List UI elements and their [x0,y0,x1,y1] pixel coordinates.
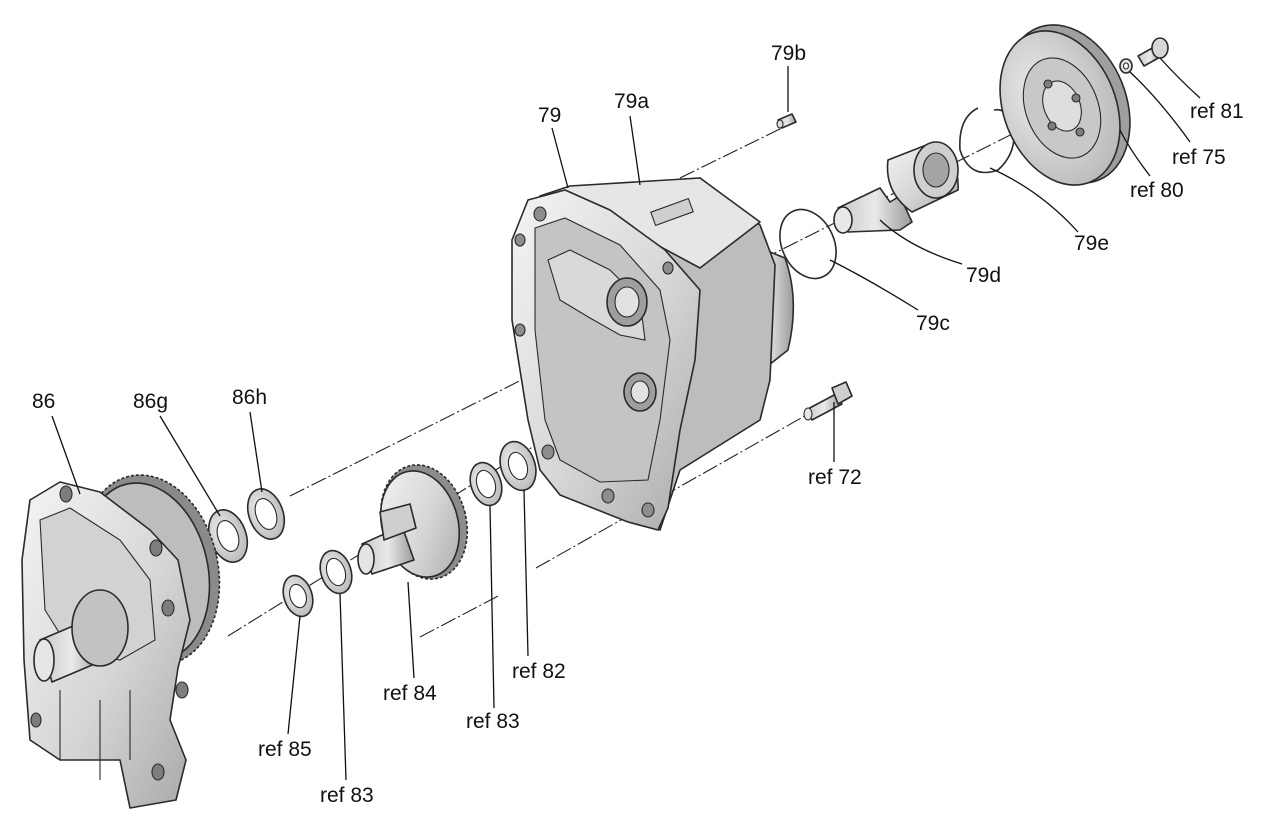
axis-line-bolt-lower [419,594,501,638]
gear-cover-86 [21,474,221,809]
leader-ref-83-lower [339,593,347,781]
callout-86: 86 [32,390,55,413]
screw-ref-81 [1137,37,1169,67]
leader-79a [629,115,641,186]
callout-ref-83-upper: ref 83 [466,710,520,733]
leader-86g [159,415,221,517]
leader-ref-83-upper [489,505,495,709]
gear-ref-84 [357,464,469,580]
callout-79d: 79d [966,264,1001,287]
leader-79c [829,259,919,311]
callout-79c: 79c [916,312,950,335]
leader-ref-85 [287,615,301,735]
callout-79a: 79a [614,90,649,113]
leader-ref-82 [523,489,529,657]
callout-ref-84: ref 84 [383,682,437,705]
leader-ref-84 [407,581,415,679]
callout-ref-80: ref 80 [1130,179,1184,202]
washer-ref-83-upper [469,461,503,507]
shaft-79d [833,141,959,234]
callout-79b: 79b [771,42,806,65]
leader-lines [51,57,1201,781]
callout-ref-72: ref 72 [808,466,862,489]
leader-79e [989,167,1079,233]
leader-79d [879,219,963,265]
callout-ref-82: ref 82 [512,660,566,683]
washer-86g [207,509,249,563]
washer-86h [246,488,286,540]
callout-79e: 79e [1074,232,1109,255]
washer-ref-82 [499,440,537,492]
washer-ref-75 [1119,58,1133,74]
pin-79b [776,113,797,129]
callout-79: 79 [538,104,561,127]
leader-ref-80 [1119,129,1151,177]
leader-ref-75 [1129,71,1191,143]
callout-86h: 86h [232,386,267,409]
oring-79c [779,208,837,280]
leader-ref-81 [1159,57,1201,99]
washer-ref-85 [282,574,314,618]
leader-86h [249,411,263,493]
cover-plate-ref-80 [999,24,1131,186]
callout-ref-81: ref 81 [1190,100,1244,123]
callout-ref-75: ref 75 [1172,146,1226,169]
washer-ref-83-lower [319,549,353,595]
callout-labels: 79b 79 79a ref 81 ref 75 ref 80 79e 79d … [32,42,1244,807]
callout-86g: 86g [133,390,168,413]
axis-line-pin [679,123,791,179]
callout-ref-83-lower: ref 83 [320,784,374,807]
leader-79 [551,127,569,189]
leader-86 [51,415,81,495]
callout-ref-85: ref 85 [258,738,312,761]
bolt-ref-72 [803,381,853,421]
housing-79 [511,177,795,531]
